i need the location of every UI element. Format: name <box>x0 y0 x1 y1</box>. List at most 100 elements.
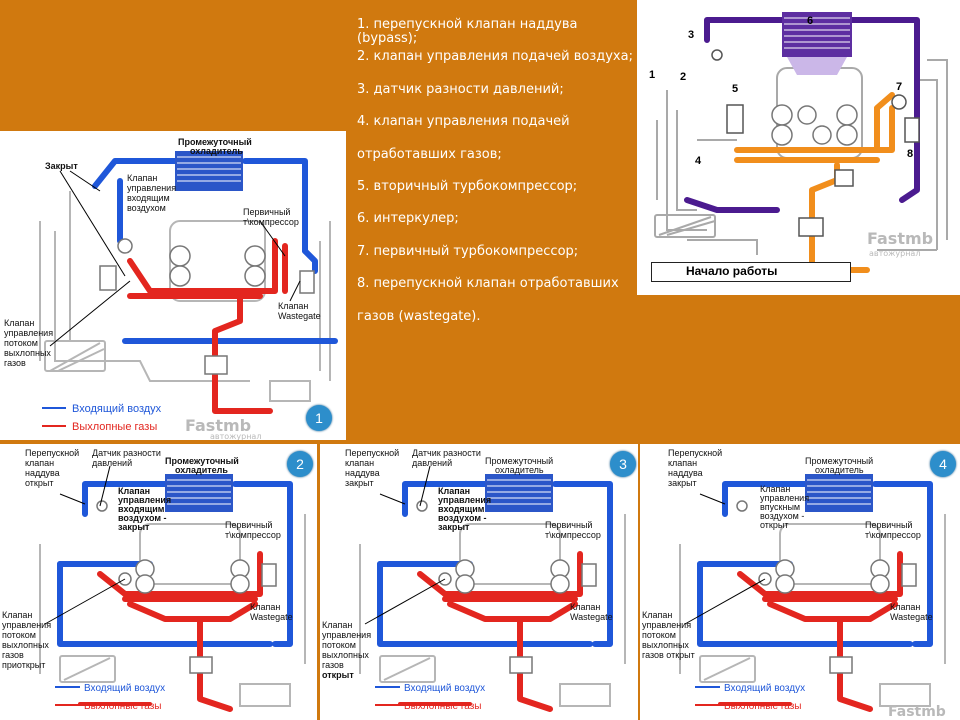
d4-exh-3: потоком <box>642 630 676 640</box>
d3-wastegate-1: Клапан <box>570 602 600 612</box>
d3-bypass-2: клапан <box>345 458 374 468</box>
d4-inlet-4: воздухом - <box>760 511 804 521</box>
d2-inlet-2: управления <box>118 495 171 505</box>
d3-exh-1: Клапан <box>322 620 352 630</box>
d3-intercooler-2: охладитель <box>495 465 544 475</box>
d3-inlet-2: управления <box>438 495 491 505</box>
label-exh-1: Клапан <box>4 318 34 328</box>
d4-exh-5: газов открыт <box>642 650 695 660</box>
d2-inlet-4: воздухом - <box>118 513 167 523</box>
label-num-7: 7 <box>896 81 902 93</box>
label-num-4: 4 <box>695 155 702 167</box>
d3-intercooler-1: Промежуточный <box>485 456 553 466</box>
d3-primary-2: т\компрессор <box>545 530 601 540</box>
legend-item-1: 1. перепускной клапан наддува (bypass); <box>357 17 578 46</box>
d3-bypass-4: закрыт <box>345 478 374 488</box>
d2-exh-1: Клапан <box>2 610 32 620</box>
watermark-top: Fastmb <box>867 229 933 248</box>
legend-item-7: 7. первичный турбокомпрессор; <box>357 243 579 259</box>
legend-item-2: 2. клапан управления подачей воздуха; <box>357 49 633 65</box>
d2-exh-5: газов <box>2 650 24 660</box>
watermark-4: Fastmb <box>888 704 946 720</box>
d4-primary-2: т\компрессор <box>865 530 921 540</box>
d3-primary-1: Первичный <box>545 520 592 530</box>
legend-item-5: 5. вторичный турбокомпрессор; <box>357 178 578 194</box>
label-intercooler-2: охладитель <box>190 146 243 156</box>
d3-bypass-3: наддува <box>345 468 380 478</box>
d4-wastegate-2: Wastegate <box>890 612 933 622</box>
d2-primary-1: Первичный <box>225 520 272 530</box>
watermark-1-sub: автожурнал <box>210 432 261 440</box>
diagram-2-panel: Перепускной клапан наддува открыт Датчик… <box>0 444 317 720</box>
d2-bypass-2: клапан <box>25 458 54 468</box>
label-inlet-1: Клапан <box>127 173 157 183</box>
label-exh-2: управления <box>4 328 53 338</box>
intercooler-icon <box>485 474 553 512</box>
d2-exh-4: выхлопных <box>2 640 49 650</box>
diagram-4: Перепускной клапан наддува закрыт Промеж… <box>642 448 946 720</box>
d4-bypass-1: Перепускной <box>668 448 722 458</box>
d4-exh-1: Клапан <box>642 610 672 620</box>
d2-exh-6: приоткрыт <box>2 660 45 670</box>
d3-exh-5: газов <box>322 660 344 670</box>
d4-exh-2: управления <box>642 620 691 630</box>
d4-inlet-5: открыт <box>760 520 788 530</box>
d3-exh-2: управления <box>322 630 371 640</box>
label-num-1: 1 <box>649 69 655 81</box>
start-label: Начало работы <box>686 264 778 278</box>
d2-intercooler-1: Промежуточный <box>165 456 239 466</box>
label-exh-4: выхлопных <box>4 348 51 358</box>
d2-intercooler-2: охладитель <box>175 465 228 475</box>
legend-item-4b: отработавших газов; <box>357 146 502 162</box>
d4-legend-intake: Входящий воздух <box>724 683 805 694</box>
d3-legend-exhaust: Выхлопные газы <box>404 701 481 712</box>
label-num-2: 2 <box>680 71 686 83</box>
d2-exh-3: потоком <box>2 630 36 640</box>
label-num-5: 5 <box>732 83 738 95</box>
d2-bypass-3: наддува <box>25 468 60 478</box>
intercooler-icon <box>805 474 873 512</box>
d4-bypass-3: наддува <box>668 468 703 478</box>
d3-inlet-5: закрыт <box>438 522 470 532</box>
d4-wastegate-1: Клапан <box>890 602 920 612</box>
badge-3: 3 <box>610 451 636 477</box>
d3-legend-intake: Входящий воздух <box>404 683 485 694</box>
diagram-1: Промежуточный охладитель Закрыт Клапан у… <box>4 137 338 440</box>
d2-primary-2: т\компрессор <box>225 530 281 540</box>
numbered-diagram: 1 2 3 4 5 6 7 8 Fastmb автожурнал <box>649 12 948 273</box>
intercooler-icon <box>165 474 233 512</box>
diagram-4-panel: Перепускной клапан наддува закрыт Промеж… <box>640 444 960 720</box>
d4-primary-1: Первичный <box>865 520 912 530</box>
d4-legend-exhaust: Выхлопные газы <box>724 701 801 712</box>
label-primary-2: т\компрессор <box>243 217 299 227</box>
d4-intercooler-1: Промежуточный <box>805 456 873 466</box>
legend-item-3: 3. датчик разности давлений; <box>357 81 564 97</box>
d2-wastegate-2: Wastegate <box>250 612 293 622</box>
label-closed: Закрыт <box>45 161 78 171</box>
legend-item-6: 6. интеркулер; <box>357 211 459 227</box>
legend-item-8b: газов (wastegate). <box>357 308 481 324</box>
watermark-top-sub: автожурнал <box>869 249 920 258</box>
label-wastegate-2: Wastegate <box>278 311 321 321</box>
start-label-box: Начало работы <box>651 262 851 282</box>
label-num-8: 8 <box>907 148 913 160</box>
d3-inlet-4: воздухом - <box>438 513 487 523</box>
badge-2: 2 <box>287 451 313 477</box>
d4-inlet-1: Клапан <box>760 484 790 494</box>
d4-bypass-4: закрыт <box>668 478 697 488</box>
intercooler-icon <box>175 151 243 191</box>
d3-bypass-1: Перепускной <box>345 448 399 458</box>
d3-inlet-1: Клапан <box>438 486 470 496</box>
legend-intake-label: Входящий воздух <box>72 403 162 415</box>
legend-item-4a: 4. клапан управления подачей <box>357 114 570 130</box>
d3-sensor-2: давлений <box>412 458 452 468</box>
d2-wastegate-1: Клапан <box>250 602 280 612</box>
label-exh-3: потоком <box>4 338 38 348</box>
legend-exhaust-label: Выхлопные газы <box>72 421 157 433</box>
label-intercooler-1: Промежуточный <box>178 137 252 147</box>
d2-inlet-3: входящим <box>118 504 165 514</box>
d2-sensor-2: давлений <box>92 458 132 468</box>
label-num-6: 6 <box>807 15 813 27</box>
d3-exh-4: выхлопных <box>322 650 369 660</box>
d2-sensor-1: Датчик разности <box>92 448 161 458</box>
